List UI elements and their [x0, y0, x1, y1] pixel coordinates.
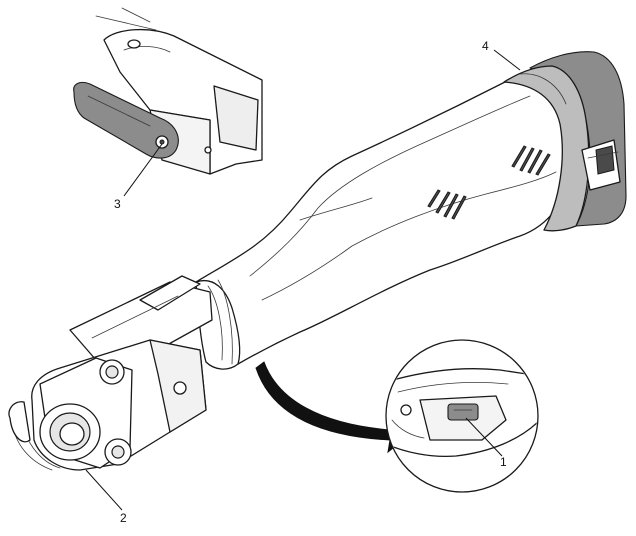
callout-3: 3 [114, 197, 121, 211]
vent-slots [427, 145, 551, 220]
trigger-switch [447, 403, 479, 421]
curved-arrow [255, 361, 409, 454]
callout-4: 4 [482, 39, 489, 53]
callout-2: 2 [120, 511, 127, 525]
trigger-zoom-circle [385, 339, 539, 493]
battery-pack [503, 51, 627, 232]
press-jaw-head [8, 275, 213, 471]
jaw-latch-detail [73, 7, 263, 175]
callout-leaders [85, 49, 521, 511]
callout-1: 1 [500, 455, 507, 469]
